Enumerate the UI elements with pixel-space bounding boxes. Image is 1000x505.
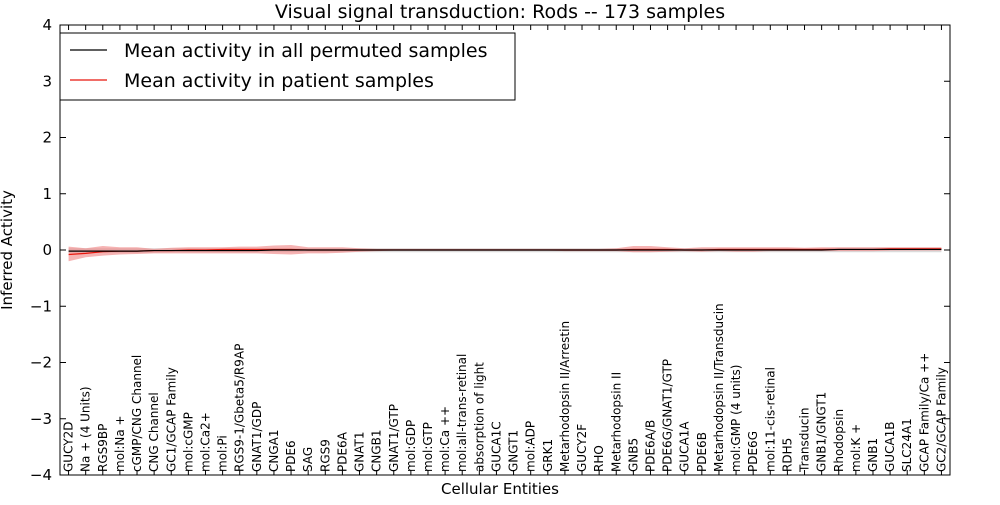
x-tick-label: GNAT1/GTP [387,404,401,472]
x-tick-label: PDE6G [746,431,760,472]
x-tick-label: GNAT1 [353,431,367,472]
chart-title: Visual signal transduction: Rods -- 173 … [275,1,725,23]
x-tick-label: RGS9BP [96,424,110,472]
y-tick-label: 1 [42,185,52,203]
x-tick-label: mol:cGMP [181,412,195,472]
x-tick-label: mol:GDP [404,420,418,472]
x-tick-label: RHO [592,445,606,472]
x-tick-label: mol:ADP [524,421,538,472]
legend-label-patient: Mean activity in patient samples [124,70,434,92]
x-tick-label: GC2/GCAP Family [934,367,948,472]
x-tick-label: GNB1 [866,438,880,472]
series-lines [68,248,942,256]
x-tick-label: GNGT1 [507,430,521,472]
y-tick-label: −2 [30,354,52,372]
x-tick-label: GNB5 [626,438,640,472]
x-tick-label: GUCY2F [575,424,589,472]
x-tick-label: GRK1 [541,439,555,472]
x-tick-label: PDE6G/GNAT1/GTP [661,359,675,472]
y-axis-label: Inferred Activity [0,190,16,310]
x-tick-label: GUCY2D [62,422,76,472]
legend-box [59,32,516,101]
x-tick-label: cGMP/CNG Channel [130,355,144,472]
x-tick-label: PDE6A [335,431,349,472]
x-tick-label: Na + (4 Units) [79,386,93,472]
y-tick-label: −4 [30,466,52,484]
x-tick-label: mol:11-cis-retinal [763,367,777,472]
x-tick-label: SAG [301,447,315,472]
x-tick-label: CNGB1 [370,429,384,472]
x-tick-label: mol:Ca ++ [438,406,452,472]
x-tick-label: GUCA1C [489,421,503,472]
x-tick-label: GNAT1/GDP [250,402,264,472]
y-tick-label: −1 [30,297,52,315]
x-tick-label: CNG Channel [147,392,161,472]
x-tick-label: PDE6B [695,432,709,472]
legend-label-permuted: Mean activity in all permuted samples [124,40,487,62]
x-tick-label: GUCA1B [883,421,897,472]
x-tick-label: GCAP Family/Ca ++ [917,353,931,472]
x-tick-label: RDH5 [780,438,794,472]
y-tick-label: 4 [42,16,52,34]
x-tick-label: RGS9 [318,439,332,472]
x-tick-label: CNGA1 [267,430,281,473]
y-tick-label: 2 [42,129,52,147]
y-tick-label: 0 [42,241,52,259]
x-tick-label: mol:Pi [216,435,230,472]
x-tick-label: PDE6A/B [644,420,658,472]
x-tick-label: SLC24A1 [900,418,914,472]
x-tick-label: mol:Ca2+ [199,412,213,472]
x-tick-label: mol:all-trans-retinal [455,354,469,472]
line-permuted [68,248,942,252]
x-tick-label: mol:GMP (4 units) [729,365,743,472]
y-tick-label: −3 [30,410,52,428]
x-tick-label: mol:K + [849,424,863,472]
x-axis-label: Cellular Entities [441,480,559,498]
x-tick-label: Metarhodopsin II/Transducin [712,303,726,472]
y-tick-label: 3 [42,72,52,90]
x-tick-label: Transducin [798,408,812,473]
x-tick-label: GUCA1A [678,421,692,472]
y-axis: 4 3 2 1 0 −1 −2 −3 −4 [30,16,950,484]
x-tick-label: Metarhodopsin II [609,372,623,472]
x-tick-label: PDE6 [284,440,298,472]
x-tick-label: Metarhodopsin II/Arrestin [558,321,572,472]
x-tick-label: GC1/GCAP Family [164,367,178,472]
x-tick-label: mol:GTP [421,422,435,472]
x-tick-label: mol:Na + [113,415,127,472]
x-tick-label: absorption of light [472,362,486,472]
x-tick-label: Rhodopsin [832,409,846,472]
x-tick-label: RGS9-1/Gbeta5/R9AP [233,344,247,472]
legend: Mean activity in all permuted samples Me… [59,32,516,101]
x-tick-label: GNB1/GNGT1 [815,392,829,472]
